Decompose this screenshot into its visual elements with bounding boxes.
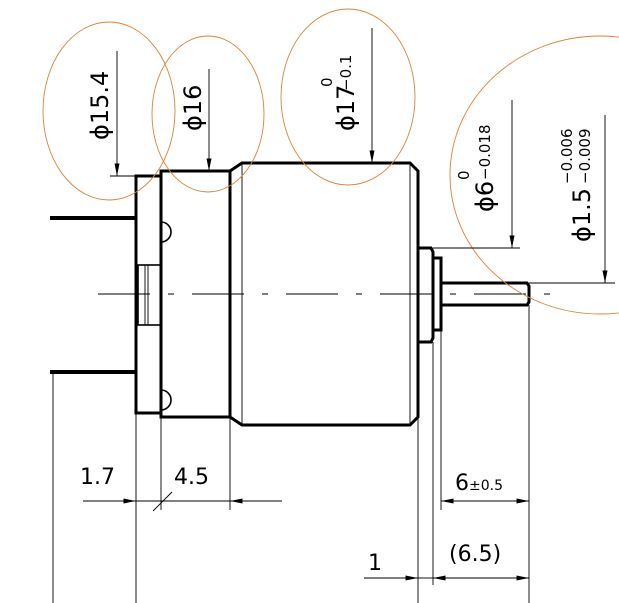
dim-length-4-5: 4.5 — [136, 465, 282, 512]
end-cap — [134, 174, 172, 415]
dim-length-1-7: 1.7 — [80, 465, 136, 504]
dim-d17: ϕ17 0 −0.1 — [318, 55, 360, 131]
dim-length-1: 1 — [364, 551, 418, 581]
highlight-d16 — [151, 35, 265, 193]
dim-length-6-5: (6.5) — [418, 542, 529, 581]
svg-text:−0.018: −0.018 — [476, 124, 494, 180]
extension-lines — [52, 305, 530, 603]
svg-text:ϕ17: ϕ17 — [332, 85, 360, 131]
svg-text:(6.5): (6.5) — [449, 542, 501, 567]
rear-housing — [159, 169, 232, 419]
svg-text:0: 0 — [318, 77, 336, 87]
svg-text:6±0.5: 6±0.5 — [455, 471, 503, 496]
highlight-shaft — [449, 35, 619, 315]
svg-text:ϕ1.5: ϕ1.5 — [568, 188, 596, 242]
dim-d15-4: ϕ15.4 — [86, 71, 114, 140]
svg-text:1.7: 1.7 — [80, 465, 115, 490]
dim-d1-5: ϕ1.5 −0.006 −0.009 — [558, 128, 596, 242]
svg-text:ϕ6: ϕ6 — [471, 181, 499, 212]
svg-text:−0.006: −0.006 — [558, 128, 576, 184]
highlight-d15-4 — [42, 21, 176, 201]
svg-text:1: 1 — [368, 551, 382, 576]
dim-d6: ϕ6 0 −0.018 — [455, 124, 499, 212]
highlight-d17 — [280, 8, 416, 186]
svg-text:−0.1: −0.1 — [337, 55, 355, 91]
motor-can — [229, 161, 420, 427]
svg-text:0: 0 — [455, 170, 473, 180]
svg-text:−0.009: −0.009 — [576, 128, 594, 184]
dim-length-6: 6±0.5 — [441, 471, 529, 504]
flange — [431, 256, 443, 332]
bearing-boss — [418, 246, 435, 344]
shaft — [441, 281, 531, 307]
dim-d16: ϕ16 — [179, 85, 207, 131]
svg-text:4.5: 4.5 — [174, 465, 209, 490]
